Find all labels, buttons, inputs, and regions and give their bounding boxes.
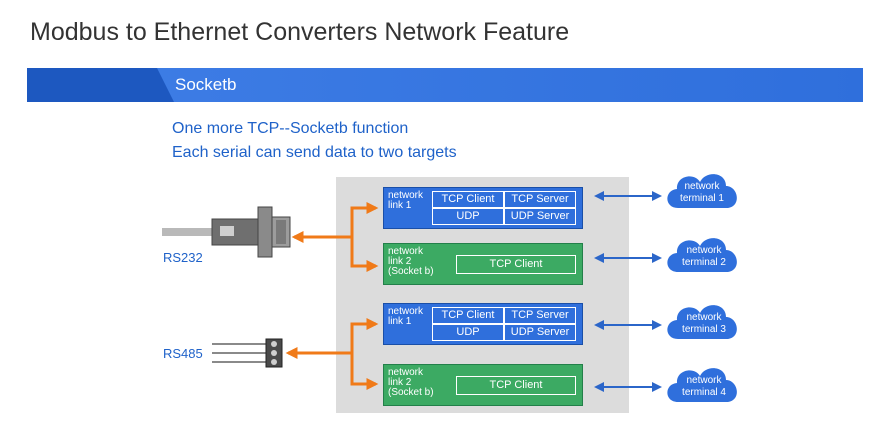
rs232-label: RS232	[163, 250, 203, 265]
terminal-2-label: network terminal 2	[682, 245, 726, 268]
rs232-connector-icon	[162, 206, 291, 258]
rs232-fork-arrows	[291, 202, 379, 272]
cloud-icon	[667, 174, 737, 208]
subtitle-line-2: Each serial can send data to two targets	[172, 144, 457, 161]
link-label: network link 2 (Socket b)	[388, 367, 434, 398]
cloud-icon	[667, 368, 737, 402]
link-label: network link 1	[388, 190, 424, 211]
link-label: network link 2 (Socket b)	[388, 246, 434, 277]
network-link-1-top: network link 1 TCP Client TCP Server UDP…	[383, 187, 583, 229]
page-title: Modbus to Ethernet Converters Network Fe…	[30, 18, 570, 46]
terminal-3-label: network terminal 3	[682, 312, 726, 335]
udp-cell: UDP	[432, 208, 504, 225]
tcp-client-cell: TCP Client	[456, 376, 576, 395]
rs485-terminal-icon	[212, 338, 283, 368]
subtitle-line-1: One more TCP--Socketb function	[172, 120, 409, 137]
link-label: network link 1	[388, 306, 424, 327]
network-link-2-bottom: network link 2 (Socket b) TCP Client	[383, 364, 583, 406]
link-terminal-arrows	[594, 191, 662, 392]
banner-title: Socketb	[175, 75, 237, 94]
terminal-4-label: network terminal 4	[682, 375, 726, 398]
udp-cell: UDP	[432, 324, 504, 341]
tcp-server-cell: TCP Server	[504, 191, 576, 208]
rs485-label: RS485	[163, 346, 203, 361]
banner-accent	[27, 68, 157, 102]
terminal-1-label: network terminal 1	[680, 181, 724, 204]
tcp-server-cell: TCP Server	[504, 307, 576, 324]
rs485-fork-arrows	[285, 318, 379, 390]
udp-server-cell: UDP Server	[504, 208, 576, 225]
network-link-1-bottom: network link 1 TCP Client TCP Server UDP…	[383, 303, 583, 345]
cloud-icon	[667, 238, 737, 272]
network-link-2-top: network link 2 (Socket b) TCP Client	[383, 243, 583, 285]
cloud-icon	[667, 305, 737, 339]
tcp-client-cell: TCP Client	[432, 191, 504, 208]
tcp-client-cell: TCP Client	[456, 255, 576, 274]
udp-server-cell: UDP Server	[504, 324, 576, 341]
tcp-client-cell: TCP Client	[432, 307, 504, 324]
